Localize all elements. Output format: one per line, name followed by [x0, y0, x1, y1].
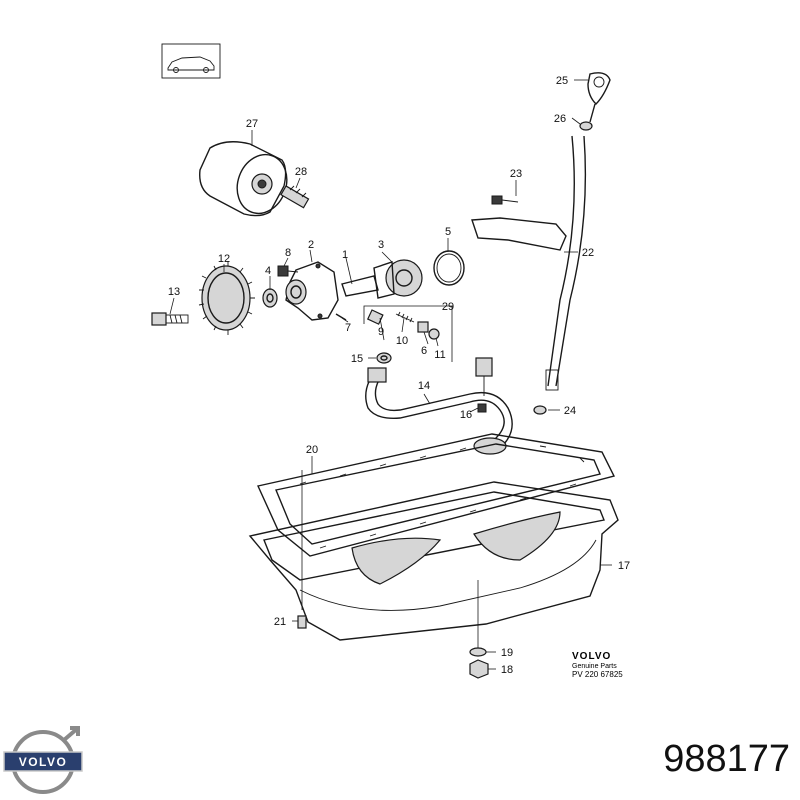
callout-16: 16 [460, 409, 472, 421]
callout-17: 17 [618, 560, 630, 572]
bolt-21 [297, 615, 307, 629]
oil-suction-pipe [365, 357, 513, 455]
gear-bolt [151, 312, 189, 326]
callout-29: 29 [442, 301, 454, 313]
callout-13: 13 [168, 286, 180, 298]
callout-24: 24 [564, 405, 576, 417]
callout-21: 21 [274, 616, 286, 628]
filter-nipple [280, 185, 310, 209]
callout-10: 10 [396, 335, 408, 347]
oil-pump-housing [285, 261, 339, 321]
drain-plug [469, 580, 489, 679]
washer-24 [533, 405, 547, 415]
genuine-parts-block: VOLVO Genuine Parts PV 220 67825 [572, 651, 623, 679]
callout-7: 7 [345, 322, 351, 334]
dipstick-seal [579, 121, 593, 131]
car-icon [161, 43, 221, 79]
callout-1: 1 [342, 249, 348, 261]
volvo-logo-text: VOLVO [19, 755, 68, 769]
washer-19 [469, 647, 487, 657]
callout-20: 20 [306, 444, 318, 456]
callout-22: 22 [582, 247, 594, 259]
callout-12: 12 [218, 253, 230, 265]
oil-pan [248, 470, 619, 641]
callout-3: 3 [378, 239, 384, 251]
callout-9: 9 [378, 326, 384, 338]
callout-8: 8 [285, 247, 291, 259]
callout-11: 11 [434, 349, 445, 361]
o-ring-5 [433, 250, 465, 286]
leader-lines [169, 79, 612, 670]
washer-4 [262, 288, 278, 308]
bolt-8 [277, 265, 299, 277]
genuine-brand: VOLVO [572, 651, 611, 662]
genuine-line1: Genuine Parts [572, 663, 617, 670]
callout-26: 26 [554, 113, 566, 125]
genuine-line2: PV 220 67825 [572, 670, 623, 679]
callout-28: 28 [295, 166, 307, 178]
callout-6: 6 [421, 345, 427, 357]
callout-27: 27 [246, 118, 258, 130]
oil-pump-gear [198, 261, 255, 335]
dipstick-tube [545, 135, 587, 391]
part-number: 988177 [663, 738, 790, 780]
callout-2: 2 [308, 239, 314, 251]
callout-labels: 1 2 3 4 5 6 7 8 9 10 11 12 13 14 15 16 1… [168, 75, 630, 676]
callout-25: 25 [556, 75, 568, 87]
dipstick-handle [587, 72, 611, 123]
dipstick-bracket [471, 195, 567, 251]
relief-valve-kit [363, 305, 453, 362]
pump-rotor [373, 259, 423, 299]
callout-19: 19 [501, 647, 513, 659]
oil-filter [199, 141, 288, 217]
callout-15: 15 [351, 353, 363, 365]
callout-14: 14 [418, 380, 430, 392]
callout-5: 5 [445, 226, 451, 238]
pump-shaft [341, 275, 379, 297]
callout-23: 23 [510, 168, 522, 180]
pin-7 [335, 313, 347, 321]
washer-15 [376, 352, 392, 364]
bolt-16 [477, 403, 487, 413]
callout-18: 18 [501, 664, 513, 676]
volvo-logo: VOLVO [3, 726, 83, 794]
callout-4: 4 [265, 265, 271, 277]
